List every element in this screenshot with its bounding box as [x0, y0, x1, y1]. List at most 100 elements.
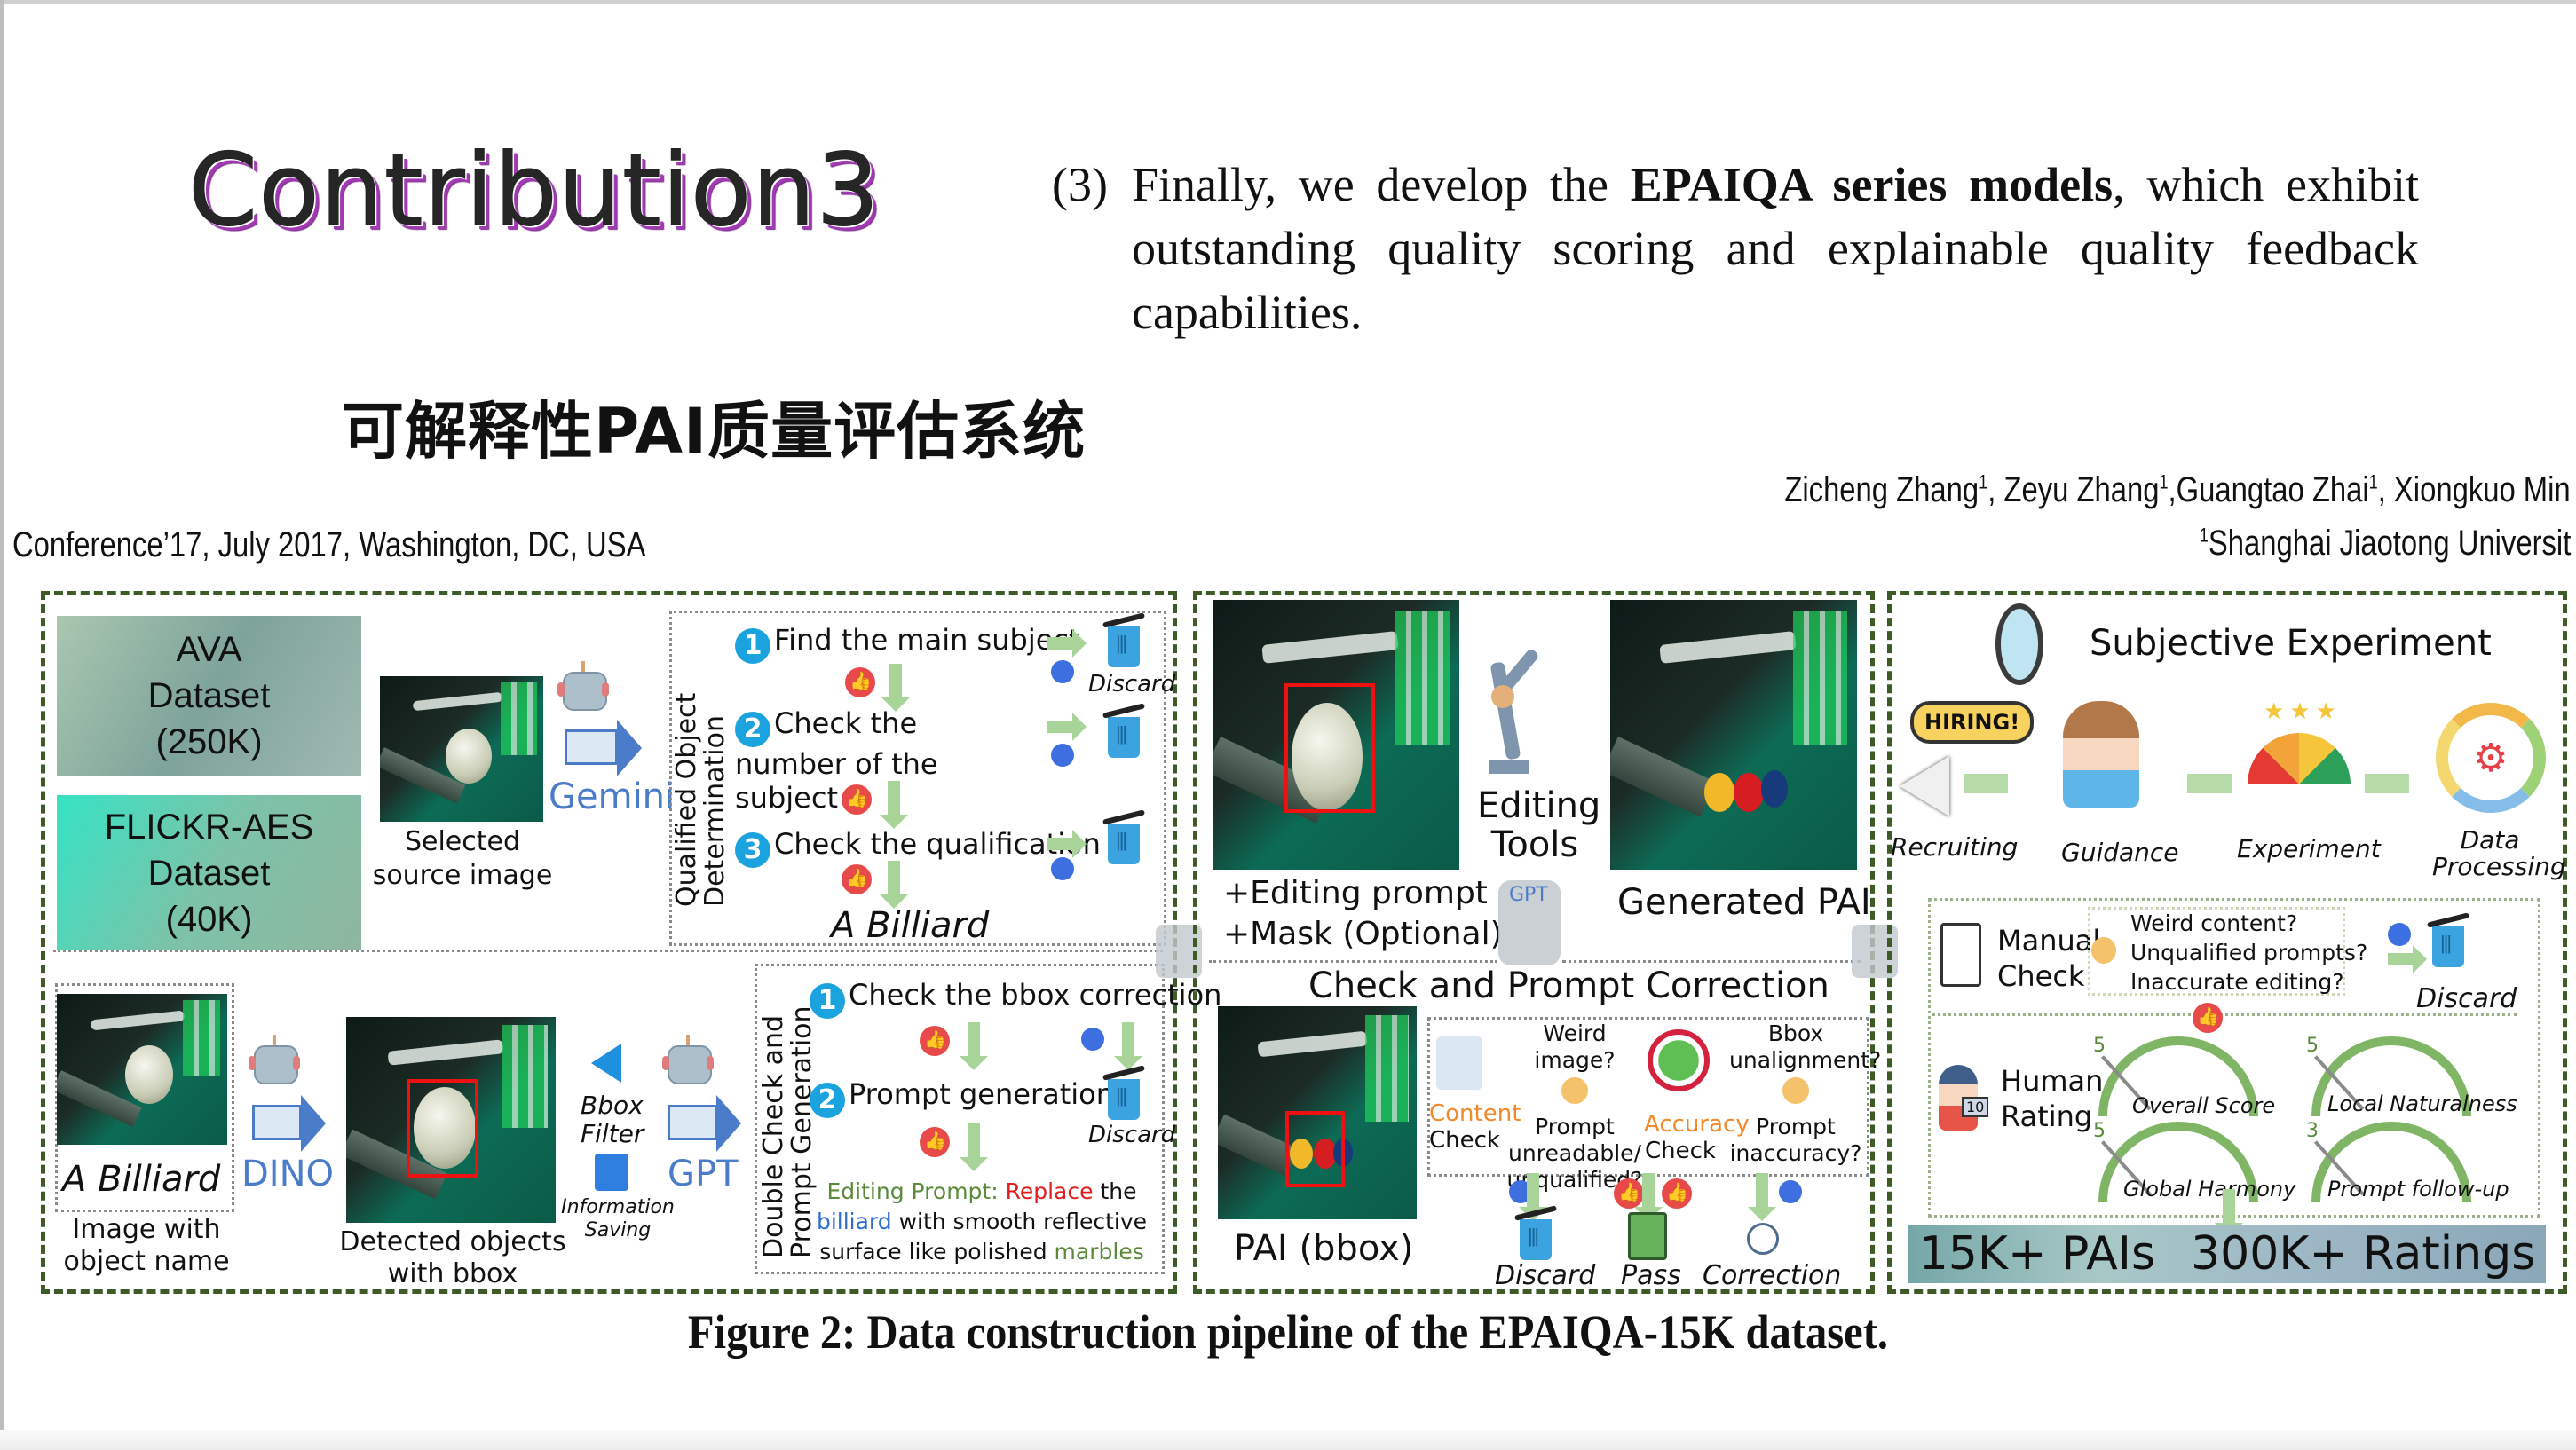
conference-line: Conference’17, July 2017, Washington, DC… — [12, 525, 646, 564]
gemini-robot-icon — [557, 661, 609, 714]
dimension-label: Global Harmony — [2123, 1177, 2296, 1202]
thumbs-down-icon — [2388, 923, 2411, 946]
slide-title: Contribution3 — [188, 133, 881, 249]
dimension-label: Prompt follow-up — [2327, 1177, 2509, 1202]
content-check-plain: Check — [1429, 1127, 1500, 1154]
gemini-label: Gemini — [549, 776, 676, 817]
summary-banner: 15K+ PAIs 300K+ Ratings — [1908, 1225, 2546, 1283]
stage-arrow-icon — [2365, 774, 2409, 793]
trash-icon — [2432, 926, 2464, 967]
selected-source-image — [380, 676, 543, 822]
label-line-1: Qualified Object — [671, 692, 702, 907]
thumbs-down-icon — [1051, 744, 1074, 767]
accuracy-question-1: Bbox unalignment? — [1729, 1021, 1882, 1073]
detected-objects-image — [346, 1017, 556, 1223]
human-rating-label: Human Rating — [2001, 1064, 2104, 1133]
accuracy-question-2: Prompt inaccuracy? — [1729, 1114, 1862, 1166]
pai-bbox-image — [1218, 1006, 1417, 1219]
stage-arrow-icon — [2187, 774, 2232, 793]
slide-bottom-edge — [0, 1430, 2576, 1450]
author: Xiongkuo Min — [2394, 470, 2571, 509]
thumbs-up-icon — [842, 784, 872, 815]
outcome-correction: Correction — [1703, 1260, 1842, 1291]
thumbs-up-icon — [2193, 1003, 2223, 1033]
arrow-right-icon — [1047, 629, 1087, 658]
editing-prompt-mid: the — [1093, 1178, 1137, 1204]
affiliation: 1Shanghai Jiaotong Universit — [2200, 524, 2571, 563]
stage-guidance: Guidance — [2061, 838, 2179, 867]
editing-prompt-label: Editing Prompt: — [826, 1178, 999, 1204]
contribution-paragraph: (3) Finally, we develop the EPAIQA serie… — [1052, 153, 2419, 344]
figure-caption: Figure 2: Data construction pipeline of … — [687, 1305, 1889, 1359]
manual-check-label: Manual Check — [1997, 924, 2101, 993]
dataset-count: (250K) — [155, 722, 263, 761]
dino-arrow-icon — [252, 1095, 326, 1152]
arrow-right-icon — [2388, 945, 2427, 973]
contribution-text-before: Finally, we develop the — [1132, 158, 1631, 211]
confused-face-icon — [1561, 1077, 1588, 1104]
ava-dataset-tile: AVA Dataset (250K) — [57, 616, 361, 776]
content-questions: Weird image?Prompt unreadable/ unqualifi… — [1504, 1021, 1646, 1194]
image-with-name-caption: Image with object name — [63, 1214, 230, 1277]
accept-stamp-icon — [1628, 1212, 1667, 1260]
manual-questions: Weird content? Unqualified prompts? Inac… — [2130, 909, 2367, 997]
author-sup: 1 — [1979, 470, 1988, 493]
slide-top-border — [0, 0, 2576, 4]
arrow-down-icon — [880, 781, 908, 829]
manual-question: Weird content? — [2130, 910, 2298, 936]
thumbs-down-icon — [1779, 1180, 1802, 1203]
middle-divider-right — [1562, 960, 1861, 963]
outcome-discard: Discard — [1495, 1260, 1596, 1291]
thumbs-down-icon — [1081, 1028, 1104, 1051]
thumbs-up-icon — [920, 1127, 950, 1157]
confused-face-icon — [1782, 1077, 1809, 1104]
step-number-badge: 1 — [810, 982, 845, 1019]
summary-ratings: 300K+ Ratings — [2191, 1227, 2536, 1281]
arrow-right-icon — [1047, 830, 1087, 858]
stage-recruiting: Recruiting — [1891, 832, 2019, 862]
author: Guangtao Zhai — [2176, 470, 2369, 509]
manual-questions-box — [2088, 907, 2345, 996]
double-check-box — [755, 964, 1165, 1274]
arrow-right-icon — [1047, 713, 1087, 741]
object-name-label: A Billiard — [62, 1159, 221, 1200]
middle-divider-left — [1209, 960, 1497, 963]
author-sup: 1 — [2159, 470, 2169, 493]
flickr-dataset-tile: FLICKR-AES Dataset (40K) — [57, 795, 361, 950]
author-list: Zicheng Zhang1, Zeyu Zhang1,Guangtao Zha… — [1784, 470, 2571, 509]
affiliation-sup: 1 — [2199, 524, 2209, 547]
contribution-body: Finally, we develop the EPAIQA series mo… — [1132, 153, 2419, 344]
image-with-name — [57, 994, 227, 1145]
gpt-small-robot-icon — [1498, 880, 1561, 965]
subjective-experiment-icon — [1995, 603, 2043, 685]
manual-question: Inaccurate editing? — [2130, 969, 2344, 995]
selected-source-label: Selected source image — [372, 826, 553, 891]
filter-funnel-icon — [591, 1044, 621, 1083]
accuracy-target-icon — [1648, 1029, 1710, 1091]
trash-icon — [1108, 626, 1140, 667]
step-number-badge: 2 — [735, 711, 770, 747]
content-question-1: Weird image? — [1534, 1021, 1616, 1073]
arrow-down-icon — [881, 664, 910, 712]
step-text: Find the main subject — [774, 623, 1080, 657]
author: Zeyu Zhang — [2003, 470, 2160, 509]
thumbs-down-icon — [1051, 857, 1074, 880]
trash-icon — [1108, 717, 1140, 758]
thumbs-up-icon — [842, 864, 872, 894]
input-caption-line-2: +Mask (Optional) — [1223, 916, 1503, 952]
dataset-count: (40K) — [165, 899, 253, 939]
step-text: Check the qualification — [774, 827, 1101, 861]
gemini-arrow-icon — [565, 720, 642, 776]
discard-label: Discard — [2416, 983, 2517, 1014]
step-number-badge: 1 — [735, 627, 770, 664]
chinese-subtitle: 可解释性PAI质量评估系统 — [342, 395, 1087, 468]
content-check-colored: Content — [1429, 1100, 1521, 1127]
gpt-robot-icon — [662, 1035, 714, 1088]
image-with-name-box — [55, 983, 234, 1212]
label-line-2: Determination — [699, 714, 731, 907]
pai-bbox-label: PAI (bbox) — [1234, 1228, 1414, 1269]
detected-objects-caption: Detected objects with bbox — [339, 1226, 566, 1289]
arrow-down-icon — [1748, 1173, 1776, 1221]
